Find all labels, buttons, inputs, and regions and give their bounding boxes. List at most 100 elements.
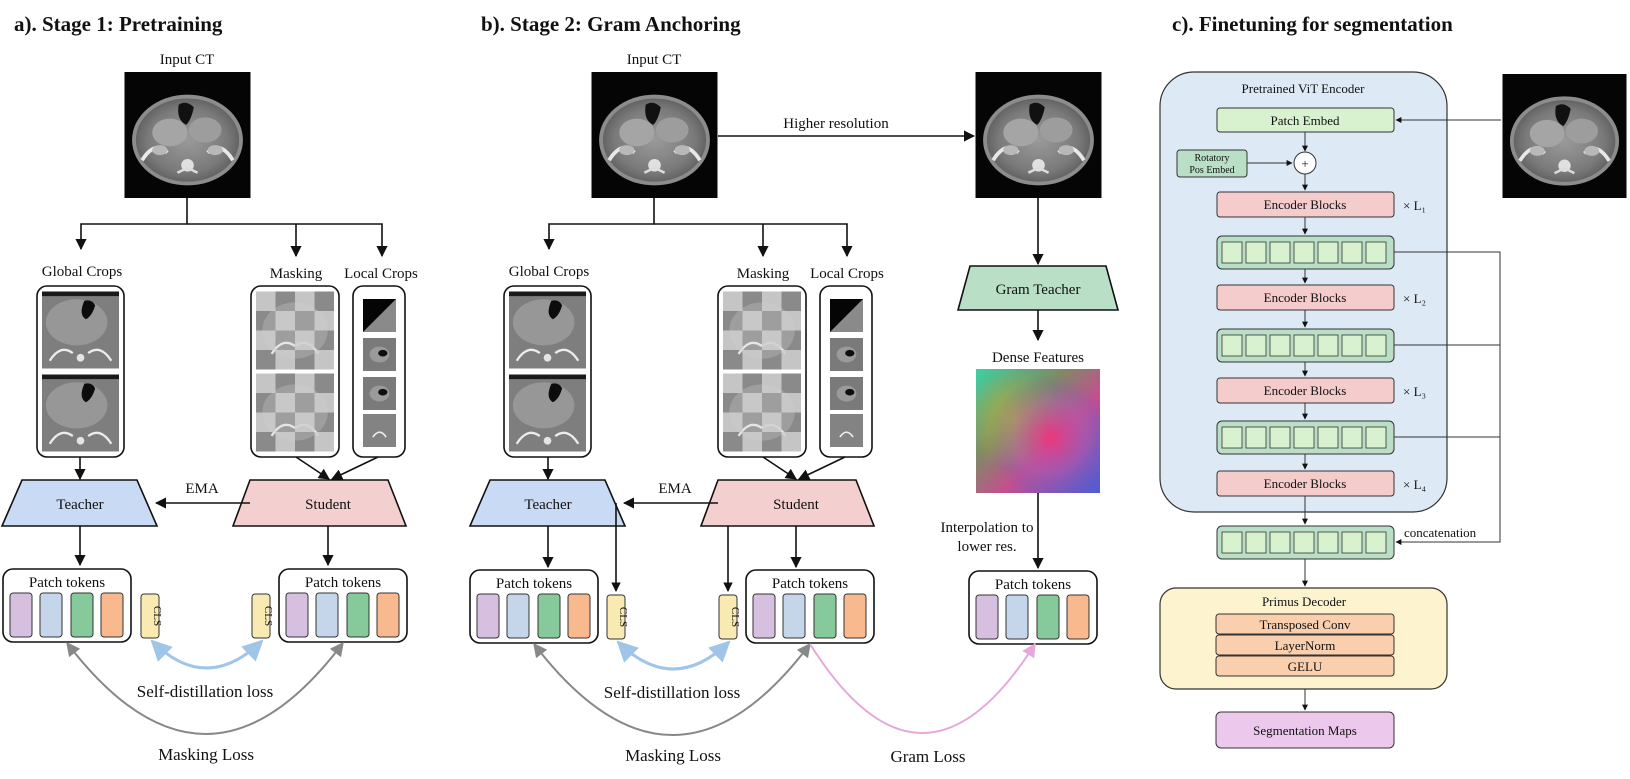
token-purple	[975, 594, 999, 640]
add-symbol: +	[1301, 156, 1308, 171]
vit-encoder-title: Pretrained ViT Encoder	[1242, 81, 1366, 96]
stage2-local-crops-label: Local Crops	[810, 266, 884, 282]
token-green	[346, 592, 370, 638]
gram-patch-tokens-label: Patch tokens	[995, 577, 1071, 593]
layernorm-block	[1215, 634, 1395, 656]
stage2-highres-ct-image	[975, 72, 1102, 198]
interp-label-line2: lower res.	[957, 539, 1016, 555]
stage2-local-crop-image	[830, 338, 863, 371]
stage2-input-ct-image	[591, 72, 718, 198]
cls-label: CLS	[729, 607, 741, 627]
stage1-student-cls-token	[251, 593, 271, 639]
token-green	[70, 592, 94, 638]
transposed-conv-label: Transposed Conv	[1260, 617, 1351, 632]
stage2-student-label: Student	[773, 497, 820, 513]
transposed-conv-block	[1215, 613, 1395, 635]
stage2-student-block	[699, 479, 876, 527]
stage1-local-crop-image	[363, 299, 396, 332]
patch-embed-label: Patch Embed	[1271, 113, 1340, 128]
stage1-local-crop-image	[363, 377, 396, 410]
gelu-block	[1215, 655, 1395, 677]
stage1-input-label: Input CT	[160, 52, 215, 68]
token-orange	[100, 592, 124, 638]
stage1-input-ct-image	[124, 72, 251, 198]
stage1-global-crop-image	[42, 374, 119, 452]
token-green	[537, 593, 561, 639]
token-orange	[843, 593, 867, 639]
stage1-local-crop-image	[363, 414, 396, 447]
feature-map-3	[1216, 420, 1395, 455]
encoder-block-label: Encoder Blocks	[1264, 383, 1347, 398]
stage2-student-cls-token	[718, 594, 738, 640]
stage2-masked-image	[723, 291, 801, 370]
concatenated-feature-map	[1216, 525, 1395, 560]
cls-label: CLS	[617, 607, 629, 627]
feature-map-1	[1216, 235, 1395, 270]
encoder-block-label: Encoder Blocks	[1264, 197, 1347, 212]
encoder-block-repeat-l3: × L₃	[1403, 384, 1426, 399]
stage2-student-patch-tokens-label: Patch tokens	[772, 576, 848, 592]
stage1-title: a). Stage 1: Pretraining	[14, 12, 223, 36]
stage2-local-crop-image	[830, 414, 863, 447]
encoder-block-repeat-l4: × L₄	[1403, 477, 1427, 492]
stage2-global-crop-image	[509, 291, 586, 369]
stage2-self-distill-label: Self-distillation loss	[604, 683, 740, 702]
token-purple	[476, 593, 500, 639]
stage1-teacher-block	[0, 479, 159, 527]
token-green	[813, 593, 837, 639]
stage2-input-label: Input CT	[627, 52, 682, 68]
stage1-teacher-label: Teacher	[56, 497, 103, 513]
skip-connection-lines	[1394, 251, 1501, 545]
stage1-teacher-patch-tokens-label: Patch tokens	[29, 575, 105, 591]
layernorm-label: LayerNorm	[1275, 638, 1336, 653]
gram-teacher-label: Gram Teacher	[996, 282, 1081, 298]
token-blue	[1005, 594, 1029, 640]
gram-loss-label: Gram Loss	[890, 747, 965, 766]
stage2-local-crop-image	[830, 377, 863, 410]
stage2-masked-image	[723, 373, 801, 452]
stage1-masking-loss-label: Masking Loss	[158, 745, 254, 764]
stage2-teacher-patch-tokens-label: Patch tokens	[496, 576, 572, 592]
primus-decoder-title: Primus Decoder	[1262, 594, 1347, 609]
token-blue	[506, 593, 530, 639]
gram-teacher-block	[956, 265, 1120, 311]
stage2-title: b). Stage 2: Gram Anchoring	[481, 12, 741, 36]
stage1-student-label: Student	[305, 497, 352, 513]
rotary-label-line1: Rotatory	[1195, 153, 1230, 164]
stage1-masked-image	[256, 373, 334, 452]
stage1-student-patch-tokens-label: Patch tokens	[305, 575, 381, 591]
stage2-global-crops-label: Global Crops	[509, 264, 590, 280]
token-blue	[782, 593, 806, 639]
stage1-local-crops-label: Local Crops	[344, 266, 418, 282]
rotary-label-line2: Pos Embed	[1189, 165, 1234, 176]
stage2-ema-label: EMA	[658, 481, 692, 497]
token-purple	[285, 592, 309, 638]
token-green	[1036, 594, 1060, 640]
stage2-higher-res-label: Higher resolution	[783, 116, 889, 132]
stage1-masking-label: Masking	[270, 266, 323, 282]
segmentation-maps-block	[1215, 711, 1395, 749]
cls-label: CLS	[262, 606, 274, 626]
stage1-global-crop-image	[42, 291, 119, 369]
token-orange	[376, 592, 400, 638]
stage2-local-crop-image	[830, 299, 863, 332]
stage1-teacher-cls-token	[140, 593, 160, 639]
stage2-masking-loss-label: Masking Loss	[625, 746, 721, 765]
stage2-masking-loss-arrow	[533, 642, 811, 736]
segmentation-maps-label: Segmentation Maps	[1253, 723, 1357, 738]
stage2-masking-label: Masking	[737, 266, 790, 282]
stage2-self-distill-arrow	[616, 640, 731, 671]
stage3-title: c). Finetuning for segmentation	[1172, 12, 1453, 36]
stage2-teacher-label: Teacher	[524, 497, 571, 513]
token-purple	[752, 593, 776, 639]
stage2-global-crop-image	[509, 374, 586, 452]
dense-features-label: Dense Features	[992, 350, 1084, 366]
gelu-label: GELU	[1288, 659, 1323, 674]
dense-features-image	[976, 369, 1100, 493]
stage1-local-crop-image	[363, 338, 396, 371]
encoder-block-label: Encoder Blocks	[1264, 476, 1347, 491]
stage1-self-distill-label: Self-distillation loss	[137, 682, 273, 701]
gram-loss-arrow	[809, 642, 1036, 734]
feature-map-2	[1216, 328, 1395, 363]
